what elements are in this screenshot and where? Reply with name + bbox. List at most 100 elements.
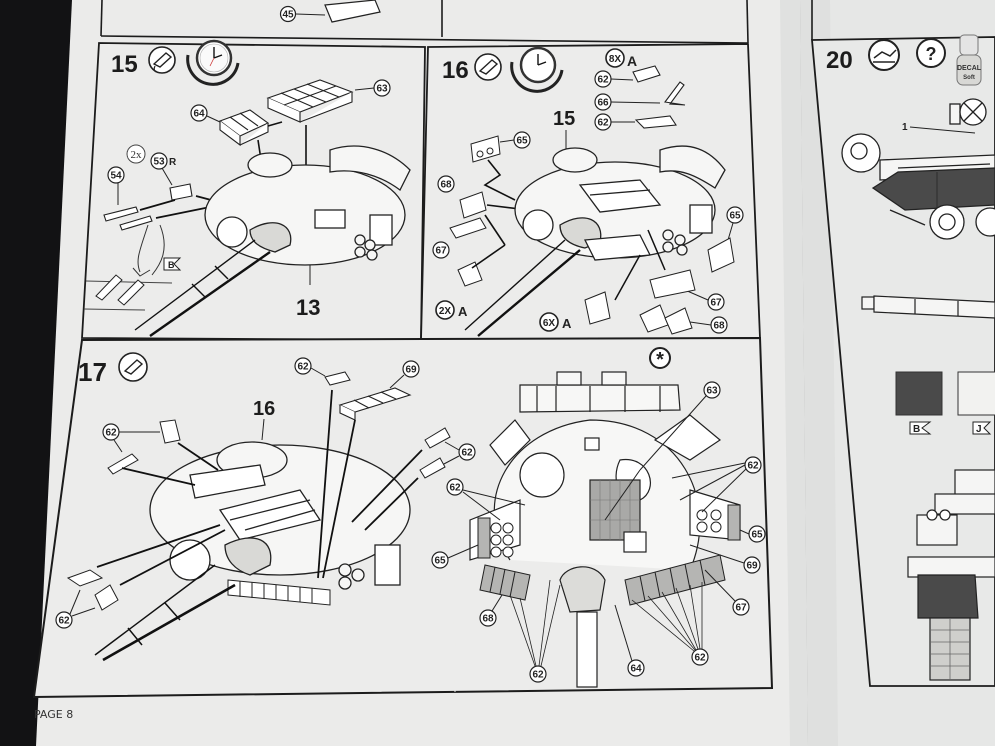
svg-text:8X: 8X bbox=[609, 54, 622, 65]
callout-67-left: 67 bbox=[432, 241, 450, 259]
glue-icon bbox=[148, 46, 176, 74]
svg-text:62: 62 bbox=[105, 428, 117, 439]
callout-63-detail: 63 bbox=[604, 381, 721, 521]
callout-63: 63 bbox=[354, 79, 391, 97]
svg-text:DECAL: DECAL bbox=[957, 65, 982, 72]
smoke-launchers-right bbox=[696, 504, 741, 541]
svg-text:62: 62 bbox=[597, 75, 609, 86]
callout-54: 54 bbox=[107, 166, 125, 205]
part-64-drawing bbox=[218, 109, 270, 147]
svg-text:B: B bbox=[913, 424, 920, 435]
svg-text:63: 63 bbox=[376, 84, 388, 95]
top-fragment bbox=[100, 0, 749, 44]
swatch-b: B bbox=[895, 371, 943, 435]
svg-text:68: 68 bbox=[713, 321, 725, 332]
callout-69: 69 bbox=[389, 360, 420, 389]
turret-drawing-16 bbox=[514, 145, 726, 261]
svg-text:62: 62 bbox=[58, 616, 70, 627]
callout-1: 1 bbox=[902, 122, 976, 134]
turret-drawing-15 bbox=[204, 145, 411, 266]
clock-drying-icon bbox=[510, 46, 564, 93]
swatch-j: J bbox=[957, 371, 995, 435]
svg-text:45: 45 bbox=[282, 10, 294, 21]
callout-62-detail-left: 62 bbox=[446, 478, 526, 521]
quantity-2x-a: 2X A bbox=[435, 300, 468, 320]
callout-62-b: 62 bbox=[594, 113, 635, 131]
svg-text:62: 62 bbox=[449, 483, 461, 494]
vehicle-side-view bbox=[841, 98, 995, 240]
callout-2x: 2x bbox=[126, 144, 146, 164]
svg-text:B: B bbox=[168, 260, 175, 270]
callout-68-left: 68 bbox=[437, 175, 455, 193]
smoke-launchers-left bbox=[477, 517, 514, 559]
svg-text:62: 62 bbox=[747, 461, 759, 472]
quantity-6x-a: 6X A bbox=[539, 312, 572, 332]
gun-barrel-17 bbox=[94, 564, 236, 662]
decal-soft-icon: DECAL Soft bbox=[956, 34, 982, 86]
subassembly-label-16: 16 bbox=[253, 398, 275, 420]
svg-text:A: A bbox=[627, 53, 637, 69]
question-icon: ? bbox=[916, 38, 946, 68]
svg-text:65: 65 bbox=[729, 211, 741, 222]
callout-62-17d: 62 bbox=[55, 589, 96, 629]
step-15-number: 15 bbox=[111, 51, 138, 78]
callout-62-a: 62 bbox=[594, 70, 634, 88]
svg-text:62: 62 bbox=[461, 448, 473, 459]
svg-text:67: 67 bbox=[435, 246, 447, 257]
svg-text:65: 65 bbox=[751, 530, 763, 541]
callout-45: 45 bbox=[279, 5, 326, 23]
armor-arc-right bbox=[624, 554, 726, 606]
callout-62-detail-bottom-left: 62 bbox=[509, 579, 561, 683]
glue-icon bbox=[118, 352, 148, 382]
subassembly-label-15: 15 bbox=[553, 108, 575, 130]
callout-53: 53 R bbox=[150, 152, 177, 186]
callout-65-top: 65 bbox=[499, 131, 531, 149]
gun-barrel-15 bbox=[134, 239, 271, 337]
callout-67-right: 67 bbox=[684, 289, 725, 311]
callout-62-17b: 62 bbox=[102, 423, 160, 453]
page-number: PAGE 8 bbox=[34, 708, 74, 721]
svg-text:63: 63 bbox=[706, 386, 718, 397]
clock-drying-icon bbox=[186, 39, 240, 86]
svg-text:69: 69 bbox=[746, 561, 758, 572]
callout-69-detail: 69 bbox=[689, 544, 761, 574]
callout-65-detail-left: 65 bbox=[431, 544, 479, 569]
svg-text:?: ? bbox=[926, 44, 937, 64]
gun-barrel-side bbox=[861, 295, 995, 319]
svg-text:62: 62 bbox=[297, 362, 309, 373]
svg-text:*: * bbox=[656, 349, 664, 371]
callout-65-detail-right: 65 bbox=[739, 525, 766, 543]
svg-text:69: 69 bbox=[405, 365, 417, 376]
svg-text:62: 62 bbox=[597, 118, 609, 129]
svg-text:67: 67 bbox=[735, 603, 747, 614]
step-17-number: 17 bbox=[78, 357, 107, 387]
svg-text:67: 67 bbox=[710, 298, 722, 309]
svg-text:65: 65 bbox=[516, 136, 528, 147]
callout-62-detail-bottom-right: 62 bbox=[631, 582, 709, 666]
callout-66: 66 bbox=[594, 93, 661, 111]
callout-62-detail-top: 62 bbox=[671, 456, 762, 513]
svg-text:64: 64 bbox=[630, 664, 642, 675]
painting-icon bbox=[868, 39, 900, 71]
quantity-8x-a: 8X A bbox=[605, 48, 637, 69]
svg-text:Soft: Soft bbox=[963, 75, 975, 81]
gun-barrel-16 bbox=[464, 239, 581, 337]
svg-text:1: 1 bbox=[902, 122, 908, 133]
callout-65-right: 65 bbox=[726, 206, 744, 241]
armor-arc-left bbox=[479, 564, 531, 601]
svg-text:62: 62 bbox=[532, 670, 544, 681]
svg-text:66: 66 bbox=[597, 98, 609, 109]
callout-64-detail: 64 bbox=[614, 604, 645, 677]
vehicle-front-view bbox=[907, 469, 995, 681]
callout-68-right: 68 bbox=[689, 316, 728, 334]
svg-text:A: A bbox=[458, 304, 468, 319]
subassembly-label-13: 13 bbox=[296, 295, 320, 320]
svg-text:54: 54 bbox=[110, 171, 122, 182]
callout-62-17a: 62 bbox=[294, 357, 326, 377]
svg-text:68: 68 bbox=[440, 180, 452, 191]
svg-text:J: J bbox=[976, 424, 982, 435]
svg-text:A: A bbox=[562, 316, 572, 331]
callout-68-detail: 68 bbox=[479, 594, 503, 627]
turret-drawing-17 bbox=[149, 441, 411, 590]
svg-text:68: 68 bbox=[482, 614, 494, 625]
